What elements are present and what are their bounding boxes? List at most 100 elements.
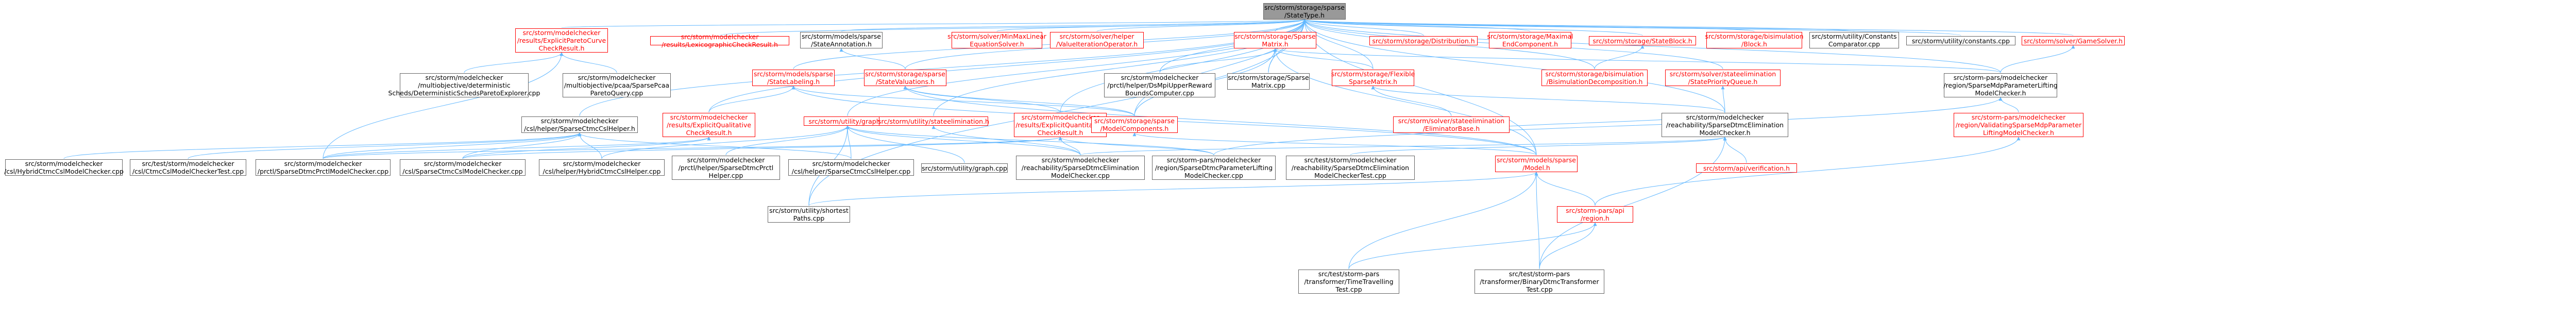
dependency-edge <box>1595 137 2021 206</box>
dependency-edge <box>903 86 1061 113</box>
dependency-edge <box>1302 19 1537 156</box>
graph-node-prctlchecker[interactable]: src/storm/modelchecker /prctl/SparseDtmc… <box>256 159 391 176</box>
dependency-edge <box>1302 19 2001 73</box>
graph-node-pareto[interactable]: src/storm/modelchecker /results/Explicit… <box>515 28 608 53</box>
dependency-edge <box>841 19 1307 32</box>
dependency-edge <box>708 86 795 113</box>
graph-node-paretoexplorer[interactable]: src/storm/modelchecker /multiobjective/d… <box>388 73 540 97</box>
dependency-edge <box>561 19 1306 28</box>
graph-node-binarydtmc[interactable]: src/test/storm-pars /transformer/BinaryD… <box>1475 270 1604 294</box>
dependency-edge <box>1302 19 1531 32</box>
dependency-edge <box>323 132 582 159</box>
graph-node-smodel[interactable]: src/storm/models/sparse /Model.h <box>1495 156 1578 172</box>
graph-node-csrlhelpercpp[interactable]: src/storm/modelchecker /csl/helper/Spars… <box>788 159 914 176</box>
dependency-edge <box>188 132 582 159</box>
graph-node-eliminatorbase[interactable]: src/storm/solver/stateelimination /Elimi… <box>1393 116 1510 133</box>
graph-node-shortestpaths[interactable]: src/storm/utility/shortest Paths.cpp <box>768 206 850 223</box>
dependency-edge <box>1273 48 2001 73</box>
dependency-edge <box>1303 19 1961 36</box>
dependency-edge <box>63 132 582 159</box>
dependency-edge <box>323 137 711 159</box>
dependency-edge <box>1371 86 1452 116</box>
dependency-edge <box>1302 19 1725 113</box>
graph-node-upperreward[interactable]: src/storm/modelchecker /prctl/helper/DsM… <box>1104 73 1215 97</box>
dependency-edge <box>462 137 711 159</box>
graph-node-validating[interactable]: src/storm-pars/modelchecker /region/Vali… <box>1954 113 2083 137</box>
graph-node-region[interactable]: src/storm-pars/api /region.h <box>1557 206 1633 223</box>
graph-node-elimchecker[interactable]: src/storm/modelchecker /reachability/Spa… <box>1662 113 1788 137</box>
dependency-edge <box>996 19 1307 32</box>
graph-node-sparsemdpparam[interactable]: src/storm-pars/modelchecker /region/Spar… <box>1943 73 2058 97</box>
dependency-edge <box>323 137 1062 159</box>
dependency-edge <box>464 52 564 73</box>
dependency-edge <box>1998 97 2019 113</box>
dependency-edge <box>1348 172 1538 270</box>
graph-node-minmax[interactable]: src/storm/solver/MinMaxLinear EquationSo… <box>947 32 1046 48</box>
dependency-edge <box>1080 137 1727 156</box>
graph-node-sparsematrixcpp[interactable]: src/storm/storage/Sparse Matrix.cpp <box>1227 73 1310 90</box>
graph-node-statevaluations[interactable]: src/storm/storage/sparse /StateValuation… <box>864 70 946 86</box>
dependency-edge <box>1534 172 1540 270</box>
dependency-edge <box>1302 19 1374 70</box>
graph-node-modelcomponents[interactable]: src/storm/storage/sparse /ModelComponent… <box>1091 116 1178 133</box>
graph-node-constcmp[interactable]: src/storm/utility/Constants Comparator.c… <box>1809 32 1899 48</box>
dependency-edge <box>1371 86 1725 113</box>
graph-node-maxend[interactable]: src/storm/storage/Maximal EndComponent.h <box>1487 32 1573 48</box>
graph-node-prctlhelper[interactable]: src/storm/modelchecker /prctl/helper/Spa… <box>672 156 780 180</box>
dependency-edge <box>845 125 1081 156</box>
dependency-edge <box>1302 19 1755 32</box>
graph-node-sparsematrix[interactable]: src/storm/storage/Sparse Matrix.h <box>1234 32 1316 48</box>
graph-node-statelabeling[interactable]: src/storm/models/sparse /StateLabeling.h <box>752 70 835 86</box>
dependency-edge <box>1539 222 1597 270</box>
graph-node-valueiter[interactable]: src/storm/solver/helper /ValueIterationO… <box>1050 32 1144 48</box>
graph-node-flexible[interactable]: src/storm/storage/Flexible SparseMatrix.… <box>1331 70 1415 86</box>
dependency-edge <box>1213 97 2003 156</box>
graph-node-csrlhelper[interactable]: src/storm/modelchecker /csl/helper/Spars… <box>521 116 638 133</box>
graph-node-graphcpp[interactable]: src/storm/utility/graph.cpp <box>921 163 1008 173</box>
graph-node-stateann[interactable]: src/storm/models/sparse /StateAnnotation… <box>800 32 883 48</box>
graph-node-lexico[interactable]: src/storm/modelchecker /results/Lexicogr… <box>650 33 789 48</box>
graph-node-csrlchecker[interactable]: src/storm/modelchecker /csl/SparseCtmcCs… <box>400 159 526 176</box>
dependency-edge <box>1303 19 2074 36</box>
graph-node-bisimdecomp[interactable]: src/storm/storage/bisimulation /Bisimula… <box>1541 70 1648 86</box>
graph-node-prioqueue[interactable]: src/storm/solver/stateelimination /State… <box>1665 70 1781 86</box>
dependency-edge <box>1273 48 1537 156</box>
dependency-edge <box>2000 45 2075 73</box>
dependency-edge <box>791 86 1135 116</box>
graph-node-hybridcsl[interactable]: src/storm/modelchecker /csl/HybridCtmcCs… <box>4 159 124 176</box>
dependency-edge <box>1534 172 1596 206</box>
dependency-edge <box>903 86 1537 156</box>
dependency-edge <box>601 125 850 159</box>
dependency-edge <box>793 19 1307 70</box>
graph-node-utilstateelim[interactable]: src/storm/utility/stateelimination.h <box>878 116 989 126</box>
graph-node-distribution[interactable]: src/storm/storage/Distribution.h <box>1369 36 1478 45</box>
dependency-edge <box>903 86 1135 116</box>
dependency-edge <box>323 52 564 159</box>
dependency-edge <box>560 52 617 73</box>
graph-node-gamesolver[interactable]: src/storm/solver/GameSolver.h <box>2022 36 2125 45</box>
graph-node-elimcheckercpp[interactable]: src/storm/modelchecker /reachability/Spa… <box>1016 156 1145 180</box>
dependency-edge <box>1159 48 1277 73</box>
dependency-edge <box>1302 19 1643 36</box>
dependency-edge <box>1721 86 1725 113</box>
graph-node-dtmcparamcpp[interactable]: src/storm-pars/modelchecker /region/Spar… <box>1152 156 1276 180</box>
graph-node-timetravel[interactable]: src/test/storm-pars /transformer/TimeTra… <box>1298 270 1399 294</box>
graph-node-bisimblock[interactable]: src/storm/storage/bisimulation /Block.h <box>1705 32 1804 48</box>
graph-node-ctmccsltest[interactable]: src/test/storm/modelchecker /csl/CtmcCsl… <box>130 159 246 176</box>
graph-node-stateblock[interactable]: src/storm/storage/StateBlock.h <box>1589 36 1696 45</box>
dependency-edge <box>1350 137 1727 156</box>
dependency-edge <box>931 125 1081 156</box>
graph-node-constants[interactable]: src/storm/utility/constants.cpp <box>1906 36 2015 45</box>
dependency-edge <box>462 132 582 159</box>
graph-node-elimtest[interactable]: src/test/storm/modelchecker /reachabilit… <box>1286 156 1415 180</box>
graph-node-qualitative[interactable]: src/storm/modelchecker /results/Explicit… <box>663 113 755 137</box>
graph-node-root: src/storm/storage/sparse /StateType.h <box>1263 3 1346 20</box>
dependency-edge <box>1302 19 1424 36</box>
graph-node-paretoquery[interactable]: src/storm/modelchecker /multiobjective/p… <box>563 73 671 97</box>
graph-node-verification[interactable]: src/storm/api/verification.h <box>1696 163 1797 173</box>
dependency-edge <box>1539 137 1727 270</box>
graph-node-hybridhelper[interactable]: src/storm/modelchecker /csl/helper/Hybri… <box>539 159 665 176</box>
graph-node-graph[interactable]: src/storm/utility/graph.h <box>804 116 891 126</box>
dependency-edge <box>808 172 1538 206</box>
